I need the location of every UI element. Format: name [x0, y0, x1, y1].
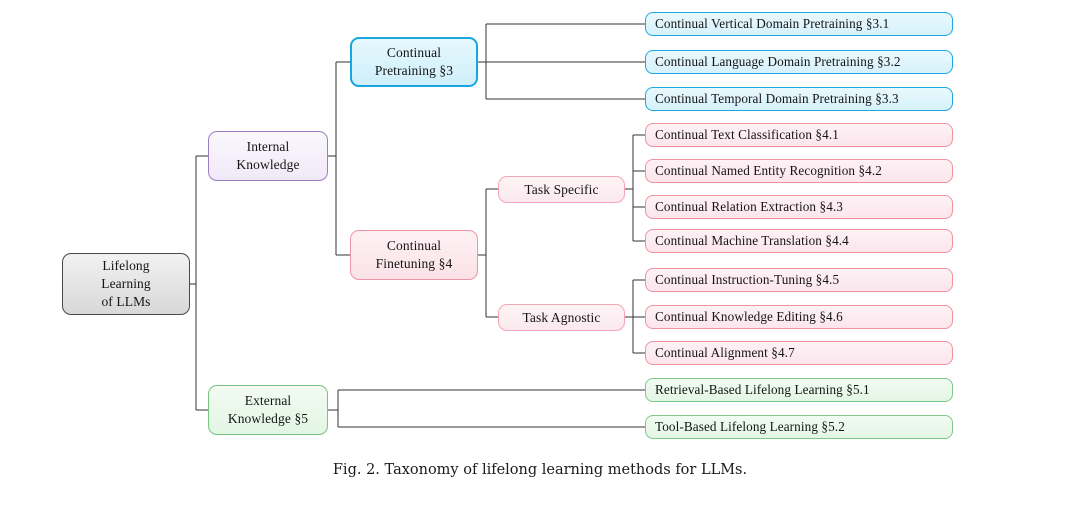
node-continual-pretraining[interactable]: Continual Pretraining §3	[350, 37, 478, 87]
leaf-continual-vertical-domain-pretraining[interactable]: Continual Vertical Domain Pretraining §3…	[645, 12, 953, 36]
leaf-continual-temporal-domain-pretraining[interactable]: Continual Temporal Domain Pretraining §3…	[645, 87, 953, 111]
leaf-continual-text-classification[interactable]: Continual Text Classification §4.1	[645, 123, 953, 147]
figure-caption: Fig. 2. Taxonomy of lifelong learning me…	[332, 462, 748, 478]
node-task-agnostic[interactable]: Task Agnostic	[498, 304, 625, 331]
leaf-continual-named-entity-recognition[interactable]: Continual Named Entity Recognition §4.2	[645, 159, 953, 183]
node-external-knowledge[interactable]: External Knowledge §5	[208, 385, 328, 435]
node-continual-finetuning[interactable]: Continual Finetuning §4	[350, 230, 478, 280]
leaf-continual-relation-extraction[interactable]: Continual Relation Extraction §4.3	[645, 195, 953, 219]
leaf-continual-alignment[interactable]: Continual Alignment §4.7	[645, 341, 953, 365]
leaf-continual-machine-translation[interactable]: Continual Machine Translation §4.4	[645, 229, 953, 253]
leaf-continual-knowledge-editing[interactable]: Continual Knowledge Editing §4.6	[645, 305, 953, 329]
leaf-continual-language-domain-pretraining[interactable]: Continual Language Domain Pretraining §3…	[645, 50, 953, 74]
node-task-specific[interactable]: Task Specific	[498, 176, 625, 203]
node-internal-knowledge[interactable]: Internal Knowledge	[208, 131, 328, 181]
leaf-tool-based-lifelong-learning[interactable]: Tool-Based Lifelong Learning §5.2	[645, 415, 953, 439]
node-root-lifelong-learning[interactable]: Lifelong Learning of LLMs	[62, 253, 190, 315]
leaf-retrieval-based-lifelong-learning[interactable]: Retrieval-Based Lifelong Learning §5.1	[645, 378, 953, 402]
leaf-continual-instruction-tuning[interactable]: Continual Instruction-Tuning §4.5	[645, 268, 953, 292]
